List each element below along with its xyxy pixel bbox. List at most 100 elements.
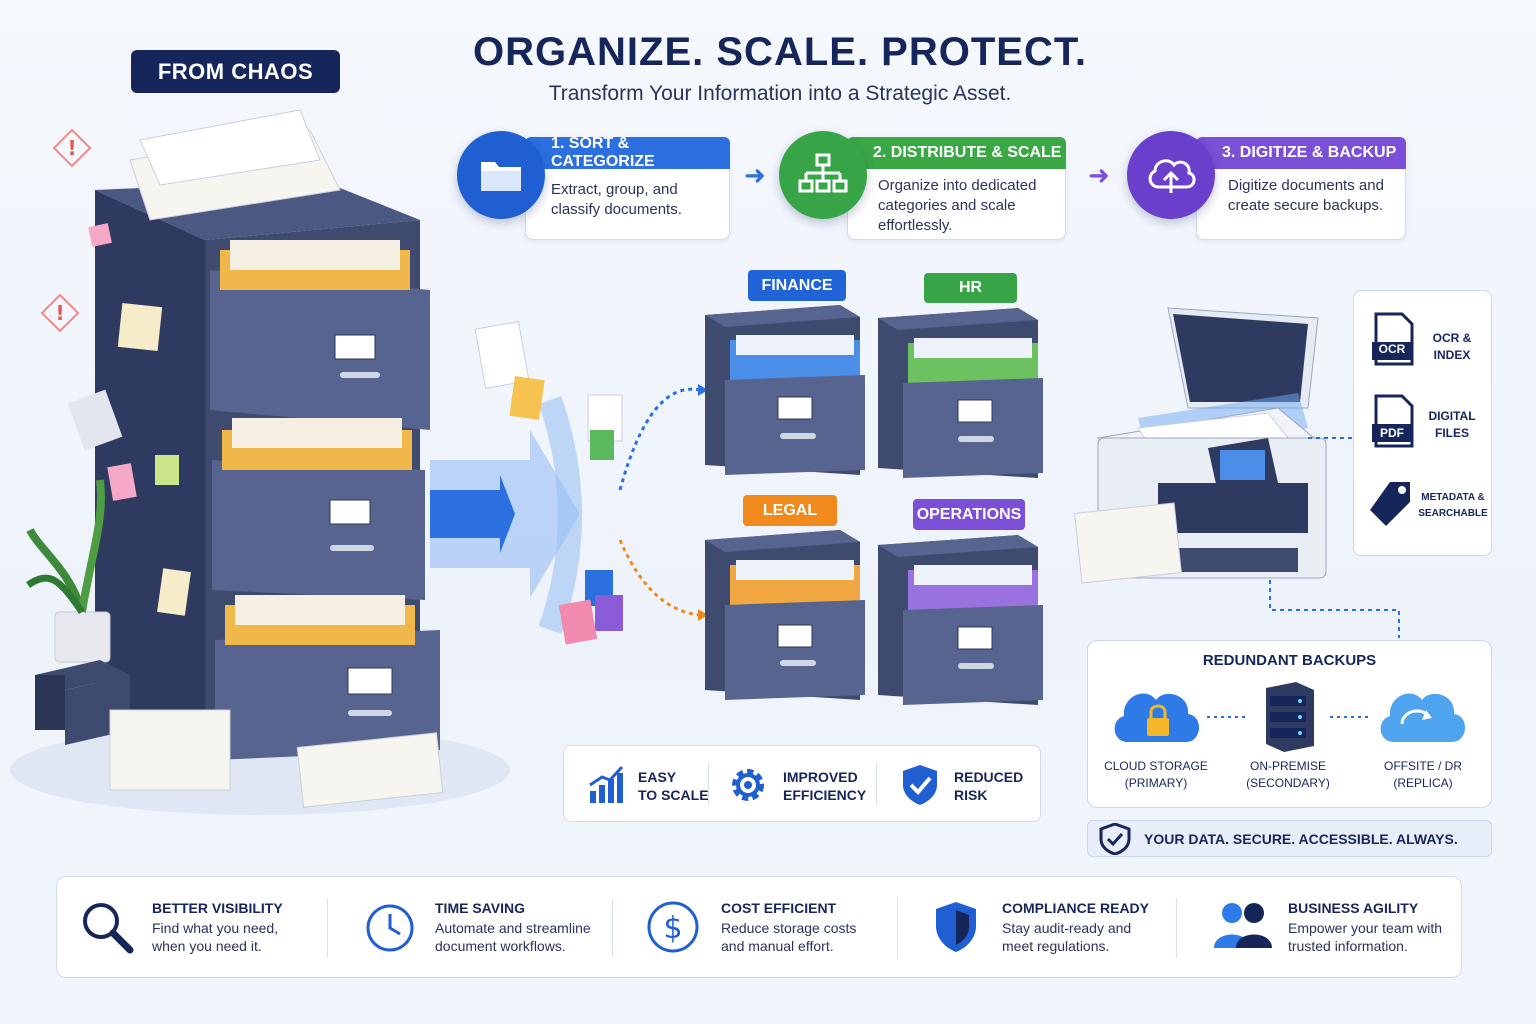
- bar-chart-icon: [589, 765, 624, 803]
- mid-benefit-line: EASY: [638, 769, 677, 785]
- benefit-visibility: BETTER VISIBILITY Find what you need, wh…: [152, 900, 283, 955]
- svg-text:!: !: [55, 301, 64, 325]
- search-icon: [83, 903, 134, 954]
- warning-icon: !: [40, 293, 80, 333]
- cabinet-operations: [878, 535, 1043, 705]
- secure-tagline-text: YOUR DATA. SECURE. ACCESSIBLE. ALWAYS.: [1144, 830, 1458, 847]
- benefits-bar: [56, 876, 1462, 978]
- step-2-desc-line: Organize into dedicated: [878, 177, 1037, 194]
- step-2-desc-line: effortlessly.: [878, 217, 953, 234]
- dotted-connector: [1330, 716, 1370, 718]
- benefit-description: meet regulations.: [1002, 938, 1110, 954]
- svg-text:!: !: [67, 136, 76, 160]
- dotted-connector: [1207, 716, 1247, 718]
- backup-label-line: CLOUD STORAGE: [1104, 759, 1208, 773]
- server-icon: [1266, 682, 1314, 752]
- backup-label-line: (SECONDARY): [1246, 776, 1330, 790]
- benefit-description: Empower your team with: [1288, 920, 1443, 936]
- pdf-document-icon: [1372, 394, 1414, 448]
- mid-benefit-line: IMPROVED: [783, 769, 858, 785]
- tag-icon: [1370, 482, 1410, 526]
- step-2-icon-circle: [779, 131, 867, 219]
- hierarchy-icon: [798, 153, 848, 193]
- benefit-title: TIME SAVING: [435, 900, 525, 916]
- divider: [1176, 898, 1177, 958]
- step-1-desc-line: Extract, group, and: [551, 181, 678, 198]
- scanner-illustration: [1074, 307, 1328, 584]
- feature-line: FILES: [1434, 426, 1469, 440]
- feature-digital-files: DIGITAL FILES: [1414, 408, 1490, 442]
- transform-flow-illustration: [430, 321, 708, 645]
- step-1-title: 1. SORT & CATEGORIZE: [525, 135, 730, 170]
- cabinet-hr: [878, 308, 1043, 478]
- shield-check-icon: [1099, 823, 1131, 855]
- cloud-sync-icon: [1380, 693, 1466, 742]
- backup-label-line: OFFSITE / DR: [1384, 759, 1462, 773]
- mid-benefit-line: TO SCALE: [638, 787, 709, 803]
- mid-benefit-risk: REDUCED RISK: [954, 768, 1023, 804]
- divider: [327, 898, 328, 958]
- benefit-description: Reduce storage costs: [721, 920, 857, 936]
- secure-tagline: YOUR DATA. SECURE. ACCESSIBLE. ALWAYS.: [1087, 820, 1492, 857]
- benefit-description: trusted information.: [1288, 938, 1408, 954]
- cloud-upload-icon: [1148, 159, 1196, 193]
- benefit-title: COST EFFICIENT: [721, 900, 837, 916]
- arrow-right-icon: ➜: [744, 160, 766, 190]
- category-label-finance: FINANCE: [748, 270, 846, 301]
- feature-ocr-index: OCR & INDEX: [1414, 330, 1490, 364]
- from-chaos-badge: FROM CHAOS: [131, 50, 340, 93]
- divider: [612, 898, 613, 958]
- category-label-legal: LEGAL: [743, 495, 837, 526]
- warning-icon: !: [52, 128, 92, 168]
- backup-cloud-storage: CLOUD STORAGE (PRIMARY): [1096, 758, 1216, 792]
- cabinet-legal: [705, 530, 865, 700]
- page-title: ORGANIZE. SCALE. PROTECT.: [473, 30, 1087, 74]
- benefit-description: Find what you need,: [152, 920, 279, 936]
- mid-benefit-line: RISK: [954, 787, 988, 803]
- page-subtitle: Transform Your Information into a Strate…: [548, 82, 1012, 105]
- benefit-description: and manual effort.: [721, 938, 834, 954]
- backup-label-line: (REPLICA): [1393, 776, 1453, 790]
- step-2-title: 2. DISTRIBUTE & SCALE: [847, 137, 1066, 169]
- mid-benefit-line: REDUCED: [954, 769, 1024, 785]
- arrow-right-icon: ➜: [1088, 160, 1110, 190]
- benefit-description: document workflows.: [435, 938, 566, 954]
- dollar-icon: $: [647, 901, 699, 953]
- step-1-description: Extract, group, and classify documents.: [551, 180, 721, 220]
- backup-on-premise: ON-PREMISE (SECONDARY): [1228, 758, 1348, 792]
- step-2-desc-line: categories and scale: [878, 197, 1016, 214]
- divider: [708, 763, 709, 805]
- feature-line: METADATA &: [1421, 492, 1485, 503]
- feature-line: DIGITAL: [1428, 409, 1476, 423]
- folder-icon: [481, 162, 521, 191]
- benefit-time-saving: TIME SAVING Automate and streamline docu…: [435, 900, 591, 955]
- benefit-description: when you need it.: [152, 938, 262, 954]
- divider: [876, 763, 877, 805]
- team-icon: [1214, 903, 1272, 948]
- feature-metadata: METADATA & SEARCHABLE: [1414, 490, 1492, 522]
- backup-label-line: (PRIMARY): [1124, 776, 1188, 790]
- mid-benefits-box: [563, 745, 1041, 822]
- category-label-hr: HR: [924, 273, 1017, 303]
- backups-title: REDUNDANT BACKUPS: [1202, 652, 1377, 669]
- feature-line: OCR &: [1432, 331, 1472, 345]
- benefit-compliance: COMPLIANCE READY Stay audit-ready and me…: [1002, 900, 1149, 955]
- divider: [897, 898, 898, 958]
- feature-line: INDEX: [1433, 348, 1471, 362]
- step-3-description: Digitize documents and create secure bac…: [1228, 176, 1403, 216]
- cloud-lock-icon: [1114, 693, 1200, 742]
- step-1-desc-line: classify documents.: [551, 201, 682, 218]
- cabinet-finance: [705, 305, 865, 475]
- svg-text:$: $: [663, 911, 682, 946]
- benefit-title: COMPLIANCE READY: [1002, 900, 1150, 916]
- ocr-icon-label: OCR: [1378, 342, 1406, 356]
- step-1-icon-circle: [457, 131, 545, 219]
- step-2-description: Organize into dedicated categories and s…: [878, 176, 1063, 236]
- step-3-title: 3. DIGITIZE & BACKUP: [1196, 137, 1406, 169]
- pdf-icon-label: PDF: [1380, 426, 1404, 440]
- benefit-title: BUSINESS AGILITY: [1288, 900, 1419, 916]
- benefit-cost-efficient: COST EFFICIENT Reduce storage costs and …: [721, 900, 856, 955]
- benefit-description: Automate and streamline: [435, 920, 591, 936]
- ocr-document-icon: [1372, 312, 1414, 366]
- chaos-cabinet-illustration: ! !: [10, 109, 510, 815]
